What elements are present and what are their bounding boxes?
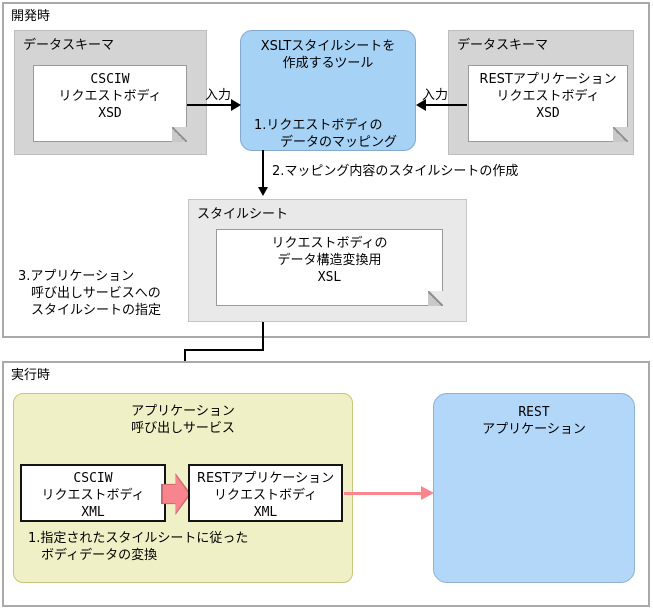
xml-box-line: リクエストボディ — [213, 488, 318, 503]
rest-application-title-line: アプリケーション — [482, 422, 586, 437]
rest-request-body-xml-box: RESTアプリケーション リクエストボディ XML — [188, 464, 343, 522]
stylesheet-box: スタイルシート リクエストボディの データ構造変換用 XSL — [188, 199, 467, 322]
stylesheet-box-label: スタイルシート — [197, 207, 289, 222]
left-data-schema-box: データスキーマ CSCIW リクエストボディ XSD — [14, 30, 207, 155]
document-line: リクエストボディ — [496, 89, 600, 104]
document-line: XSL — [317, 270, 342, 285]
step3-line: 呼び出しサービスへの — [31, 286, 161, 301]
xslt-tool-step1-line: 1.リクエストボディの — [254, 118, 383, 133]
xslt-tool-title-line: 作成するツール — [282, 56, 374, 71]
arrow-down-icon — [258, 187, 268, 196]
rest-application-title: REST アプリケーション — [434, 404, 634, 438]
tool-to-stylesheet-arrow-line — [262, 150, 264, 189]
input-right-arrow-line — [426, 104, 467, 106]
left-data-schema-label: データスキーマ — [23, 38, 115, 53]
send-to-rest-arrow-line — [344, 492, 422, 495]
right-data-schema-box: データスキーマ RESTアプリケーション リクエストボディ XSD — [448, 30, 634, 155]
pink-arrow-right-icon — [421, 486, 434, 500]
runtime-section-label: 実行時 — [11, 368, 51, 383]
step2-label: 2.マッピング内容のスタイルシートの作成 — [272, 164, 519, 179]
service-title-line: 呼び出しサービス — [131, 421, 235, 436]
xslt-tool-title-line: XSLTスタイルシートを — [260, 39, 396, 54]
csciw-request-body-xsd-document: CSCIW リクエストボディ XSD — [33, 65, 187, 142]
arrow-right-icon — [231, 99, 241, 111]
document-line: RESTアプリケーション — [479, 72, 617, 87]
xslt-tool-step1-line: データのマッピング — [280, 135, 398, 150]
step3-line: 3.アプリケーション — [18, 269, 135, 284]
document-line: CSCIW — [90, 72, 130, 87]
runtime-step1-line: 1.指定されたスタイルシートに従った — [28, 531, 249, 546]
xslt-tool-box: XSLTスタイルシートを 作成するツール 1.リクエストボディの データのマッピ… — [240, 30, 416, 151]
transform-xsl-document: リクエストボディの データ構造変換用 XSL — [216, 229, 443, 306]
xml-box-line: XML — [81, 505, 105, 520]
connector-horizontal — [184, 349, 264, 351]
input-left-label: 入力 — [205, 88, 232, 103]
document-line: リクエストボディの — [271, 236, 388, 251]
connector-vertical-1 — [262, 322, 264, 351]
input-left-arrow-line — [187, 104, 232, 106]
runtime-step1-note: 1.指定されたスタイルシートに従った ボディデータの変換 — [28, 530, 248, 564]
csciw-request-body-xml-box: CSCIW リクエストボディ XML — [20, 464, 166, 522]
arrow-left-icon — [416, 99, 426, 111]
runtime-step1-line: ボディデータの変換 — [41, 548, 158, 563]
rest-application-box: REST アプリケーション — [433, 393, 635, 583]
xml-box-line: RESTアプリケーション — [196, 471, 335, 486]
document-line: XSD — [98, 106, 122, 121]
xml-box-line: CSCIW — [73, 471, 113, 486]
document-line: XSD — [536, 106, 560, 121]
xml-box-line: リクエストボディ — [41, 488, 145, 503]
document-line: リクエストボディ — [58, 89, 162, 104]
input-right-label: 入力 — [422, 88, 449, 103]
application-call-service-title: アプリケーション 呼び出しサービス — [14, 403, 352, 437]
development-section-label: 開発時 — [11, 9, 51, 24]
document-line: データ構造変換用 — [277, 253, 382, 268]
right-data-schema-label: データスキーマ — [457, 38, 549, 53]
xml-box-line: XML — [253, 505, 278, 520]
rest-request-body-xsd-document: RESTアプリケーション リクエストボディ XSD — [468, 65, 628, 142]
xslt-tool-step1-text: 1.リクエストボディの データのマッピング — [254, 117, 397, 151]
service-title-line: アプリケーション — [131, 404, 235, 419]
step3-note: 3.アプリケーション 呼び出しサービスへの スタイルシートの指定 — [18, 268, 161, 319]
xslt-tool-title: XSLTスタイルシートを 作成するツール — [241, 38, 415, 72]
step3-line: スタイルシートの指定 — [31, 303, 162, 318]
rest-application-title-line: REST — [518, 405, 550, 420]
